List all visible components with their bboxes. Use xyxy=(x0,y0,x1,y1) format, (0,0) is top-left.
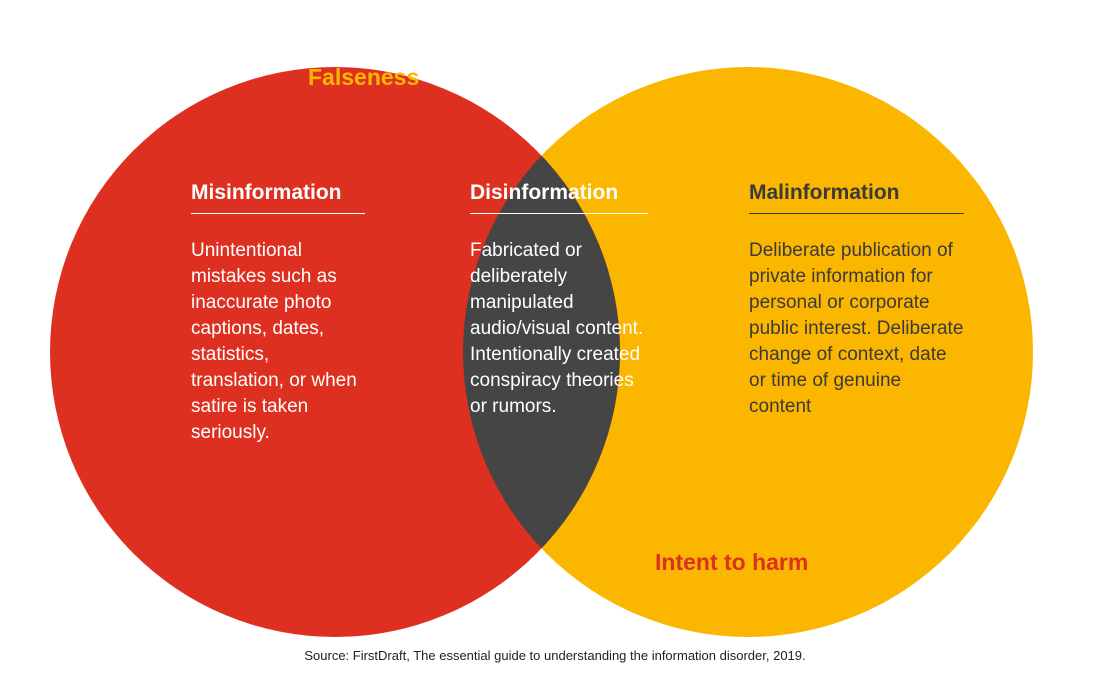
falseness-circle xyxy=(50,67,620,637)
disinformation-title: Disinformation xyxy=(470,181,648,214)
misinformation-block: Misinformation Unintentional mistakes su… xyxy=(191,181,365,446)
intent-circle xyxy=(463,67,1033,637)
malinformation-description: Deliberate publication of private inform… xyxy=(749,240,964,417)
malinformation-block: Malinformation Deliberate publication of… xyxy=(749,181,964,420)
intent-to-harm-label: Intent to harm xyxy=(655,549,809,575)
source-caption: Source: FirstDraft, The essential guide … xyxy=(304,648,806,663)
disinformation-block: Disinformation Fabricated or deliberatel… xyxy=(470,181,648,420)
misinformation-description: Unintentional mistakes such as inaccurat… xyxy=(191,240,357,443)
malinformation-title: Malinformation xyxy=(749,181,964,214)
disinformation-description: Fabricated or deliberately manipulated a… xyxy=(470,240,644,417)
falseness-label: Falseness xyxy=(308,64,420,90)
misinformation-title: Misinformation xyxy=(191,181,365,214)
